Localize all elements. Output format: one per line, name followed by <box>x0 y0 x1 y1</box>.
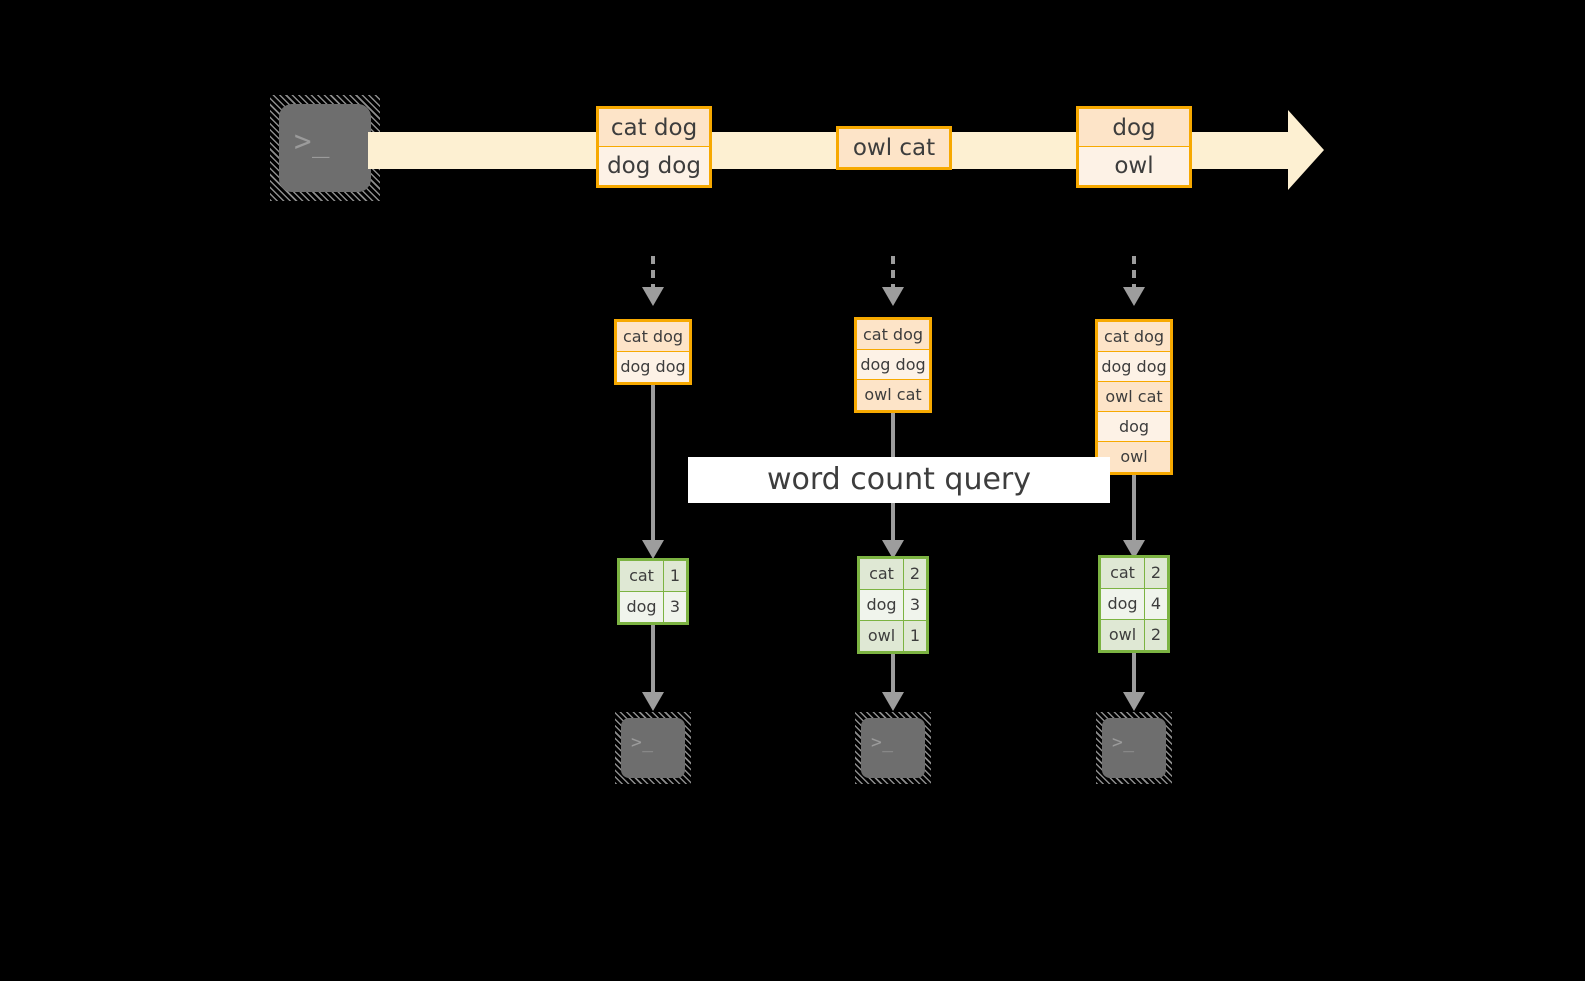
terminal-body <box>861 718 925 778</box>
table-row: dog 3 <box>620 592 686 622</box>
result-count: 2 <box>1145 620 1167 650</box>
terminal-body <box>279 104 371 192</box>
stream-record-3: dog owl <box>1076 106 1192 188</box>
record-line: owl <box>1079 147 1189 185</box>
result-word: owl <box>860 621 904 651</box>
query-line-3 <box>1132 475 1136 555</box>
table-row: owl 1 <box>860 621 926 651</box>
result-count: 4 <box>1145 589 1167 619</box>
record-line: dog dog <box>1098 352 1170 382</box>
result-word: owl <box>1101 620 1145 650</box>
record-line: cat dog <box>1098 322 1170 352</box>
result-word: cat <box>1101 558 1145 588</box>
record-line: dog <box>1098 412 1170 442</box>
terminal-prompt-glyph: >_ <box>294 124 331 158</box>
table-row: cat 1 <box>620 561 686 592</box>
trigger-arrowhead-icon-3 <box>1123 287 1145 306</box>
sink-arrowhead-icon-2 <box>882 692 904 711</box>
result-count: 1 <box>904 621 926 651</box>
sink-line-1 <box>651 620 655 706</box>
sink-terminal-icon-1: >_ <box>615 712 691 784</box>
result-count: 2 <box>1145 558 1167 588</box>
record-line: owl cat <box>1098 382 1170 412</box>
table-row: cat 2 <box>1101 558 1167 589</box>
trigger-line-3 <box>1132 256 1136 292</box>
query-arrowhead-icon-1 <box>642 540 664 559</box>
terminal-body <box>621 718 685 778</box>
stream-record-1: cat dog dog dog <box>596 106 712 188</box>
result-word: cat <box>620 561 664 591</box>
trigger-line-1 <box>651 256 655 292</box>
query-label: word count query <box>688 457 1110 503</box>
terminal-prompt-glyph: >_ <box>631 732 654 753</box>
table-row: dog 4 <box>1101 589 1167 620</box>
result-table-2: cat 2 dog 3 owl 1 <box>857 556 929 654</box>
record-line: dog dog <box>617 352 689 382</box>
record-line: cat dog <box>599 109 709 147</box>
record-line: cat dog <box>617 322 689 352</box>
result-count: 2 <box>904 559 926 589</box>
stream-record-2: owl cat <box>836 126 952 170</box>
table-row: owl 2 <box>1101 620 1167 650</box>
result-table-1: cat 1 dog 3 <box>617 558 689 625</box>
terminal-body <box>1102 718 1166 778</box>
result-count: 3 <box>904 590 926 620</box>
snapshot-input-3: cat dog dog dog owl cat dog owl <box>1095 319 1173 475</box>
result-word: dog <box>860 590 904 620</box>
snapshot-input-2: cat dog dog dog owl cat <box>854 317 932 413</box>
record-line: owl cat <box>857 380 929 410</box>
table-row: dog 3 <box>860 590 926 621</box>
trigger-line-2 <box>891 256 895 292</box>
sink-arrowhead-icon-3 <box>1123 692 1145 711</box>
result-word: cat <box>860 559 904 589</box>
snapshot-input-1: cat dog dog dog <box>614 319 692 385</box>
result-word: dog <box>1101 589 1145 619</box>
record-line: owl <box>1098 442 1170 472</box>
trigger-arrowhead-icon-1 <box>642 287 664 306</box>
source-terminal-icon: >_ <box>270 95 380 201</box>
record-line: owl cat <box>839 129 949 167</box>
record-line: dog dog <box>599 147 709 185</box>
sink-terminal-icon-2: >_ <box>855 712 931 784</box>
terminal-prompt-glyph: >_ <box>871 732 894 753</box>
sink-terminal-icon-3: >_ <box>1096 712 1172 784</box>
query-line-1 <box>651 385 655 555</box>
query-arrowhead-icon-3 <box>1123 540 1145 559</box>
record-line: dog <box>1079 109 1189 147</box>
record-line: dog dog <box>857 350 929 380</box>
result-table-3: cat 2 dog 4 owl 2 <box>1098 555 1170 653</box>
trigger-arrowhead-icon-2 <box>882 287 904 306</box>
query-arrowhead-icon-2 <box>882 540 904 559</box>
record-line: cat dog <box>857 320 929 350</box>
stream-arrowhead-icon <box>1288 110 1324 190</box>
sink-line-3 <box>1132 650 1136 706</box>
table-row: cat 2 <box>860 559 926 590</box>
result-count: 1 <box>664 561 686 591</box>
terminal-prompt-glyph: >_ <box>1112 732 1135 753</box>
sink-line-2 <box>891 650 895 706</box>
sink-arrowhead-icon-1 <box>642 692 664 711</box>
result-word: dog <box>620 592 664 622</box>
result-count: 3 <box>664 592 686 622</box>
